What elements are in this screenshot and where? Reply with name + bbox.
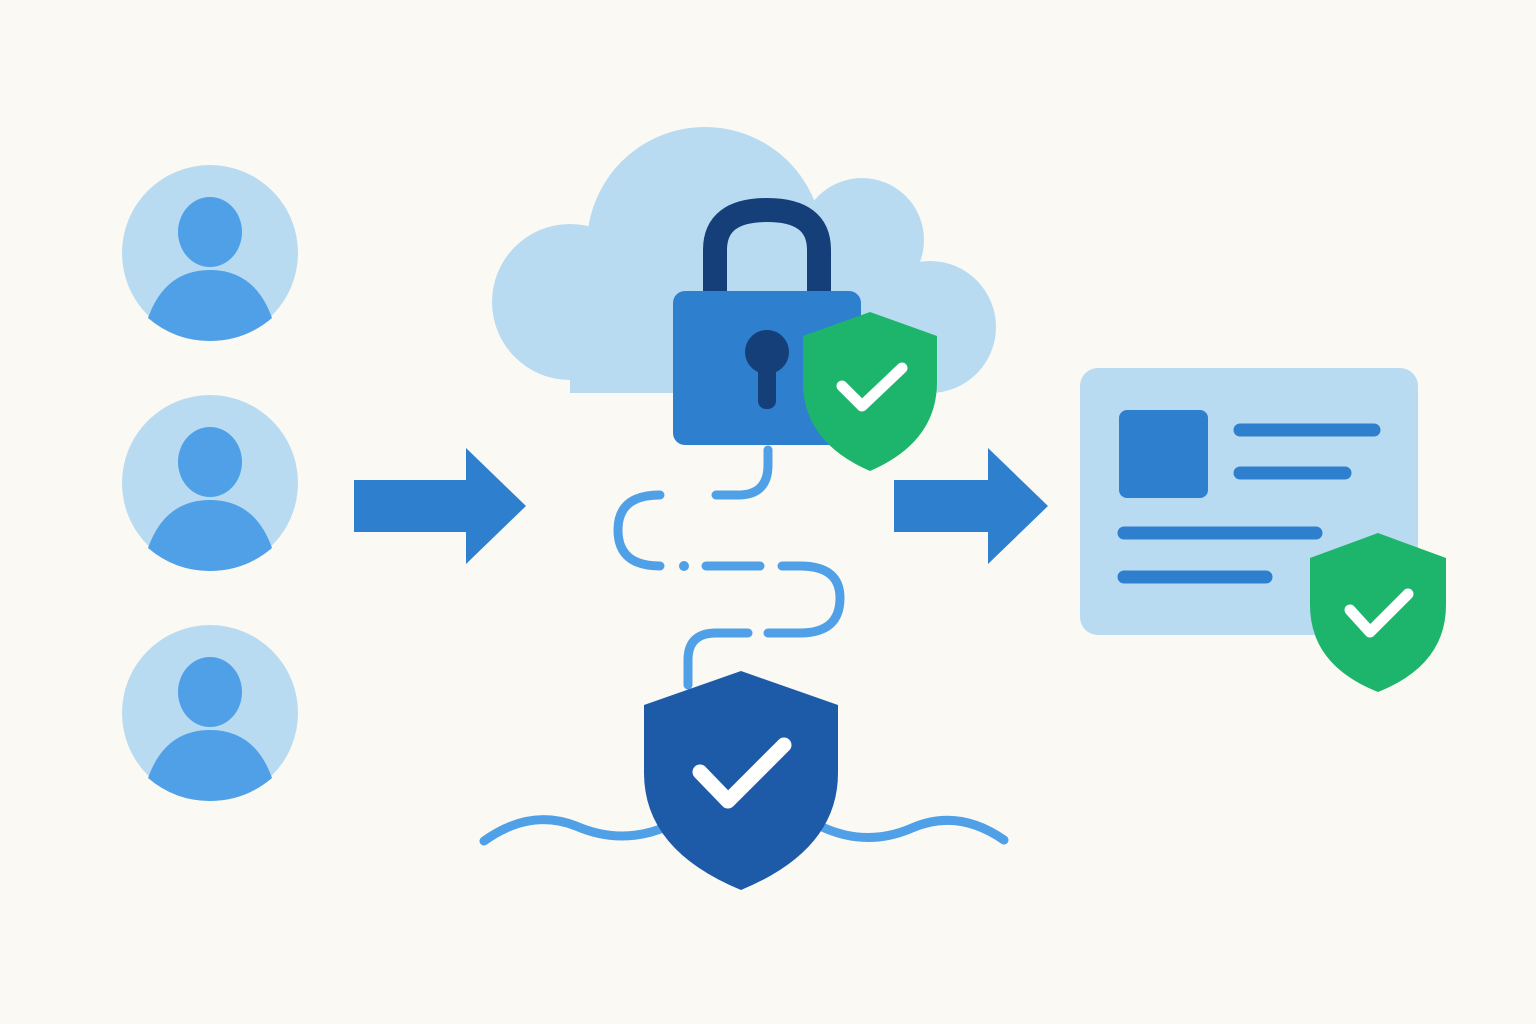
user-avatar-3 [122, 625, 298, 801]
user-icon [148, 657, 272, 801]
right-arrow-icon [894, 448, 1048, 564]
checkmark-icon [1344, 588, 1414, 638]
user-icon [148, 427, 272, 571]
shield-check-icon [1310, 533, 1446, 692]
user-icon [148, 197, 272, 341]
keyhole-icon [745, 330, 789, 409]
user-avatar-2 [122, 395, 298, 571]
users-group [122, 165, 298, 801]
checkmark-icon [836, 362, 908, 412]
shield-check-icon [803, 312, 937, 471]
image-placeholder-icon [1119, 410, 1208, 498]
right-arrow-icon [354, 448, 526, 564]
wave-line [479, 815, 1009, 846]
shield-check-icon [644, 671, 838, 890]
user-avatar-1 [122, 165, 298, 341]
checkmark-icon [692, 737, 792, 809]
dashed-connection-line [613, 445, 845, 690]
